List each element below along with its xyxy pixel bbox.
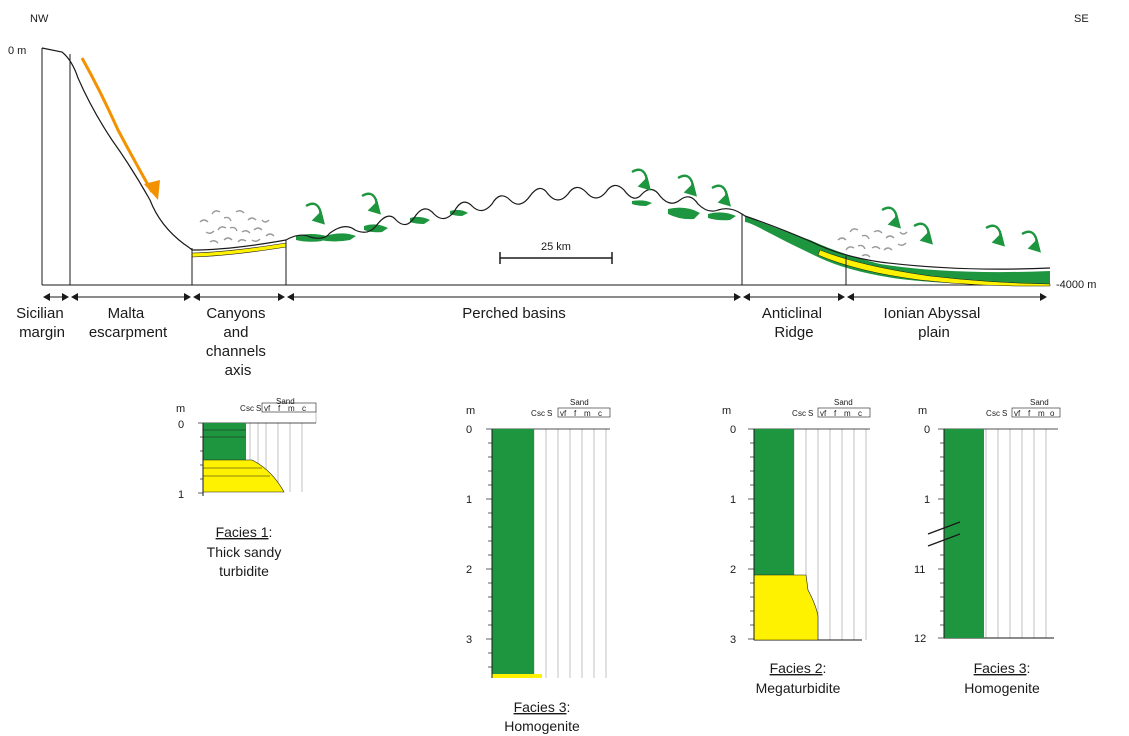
log-unit-label: m [722, 405, 731, 417]
svg-text:C: C [986, 409, 992, 418]
grain-sand-header: Sand [570, 398, 589, 407]
grain-vf-label: vf [264, 404, 271, 413]
suspension-fallout-arrows [305, 168, 1042, 253]
grain-sc-label: sc [246, 404, 254, 413]
mass-wasting-arrowhead-icon [144, 180, 160, 200]
facies-1-desc-line-1: Thick sandy [207, 544, 282, 560]
facies-3-perched-title: Facies 3: [514, 699, 571, 715]
svg-text:f: f [1028, 409, 1031, 418]
svg-text:vf: vf [820, 409, 827, 418]
log-tick-0: 0 [924, 424, 930, 436]
zone-label-anticlinal-ridge: Anticlinal Ridge [762, 305, 826, 341]
grain-sand-header: Sand [276, 397, 295, 406]
svg-text:S: S [547, 409, 552, 418]
facies-3-perched-desc: Homogenite [504, 718, 580, 734]
curl-arrow-icon [677, 174, 698, 197]
svg-text:sc: sc [537, 409, 545, 418]
sediment-log-facies-2: m Sand C sc S vf f m c 0 1 2 3 Faci [722, 398, 871, 696]
mass-wasting-arrow-icon [80, 57, 154, 193]
facies-1-title: Facies 1: [216, 524, 273, 540]
curl-arrow-icon [881, 206, 902, 229]
perched-basin-sediment [296, 200, 736, 242]
log-tick-1: 1 [178, 489, 184, 501]
curl-arrow-icon [711, 184, 732, 207]
svg-text:S: S [808, 409, 813, 418]
log-tick-1: 1 [466, 494, 472, 506]
zone-label-sicilian-margin: Sicilian margin [16, 305, 68, 341]
grain-f-label: f [278, 404, 281, 413]
grain-sand-header: Sand [1030, 398, 1049, 407]
log-tick-0: 0 [730, 424, 736, 436]
log-tick-2: 2 [466, 564, 472, 576]
grain-sand-header: Sand [834, 398, 853, 407]
log-tick-1: 1 [730, 494, 736, 506]
svg-text:o: o [1050, 409, 1055, 418]
svg-text:f: f [574, 409, 577, 418]
grain-c-label: C [240, 404, 246, 413]
svg-text:m: m [1038, 409, 1045, 418]
svg-text:sc: sc [992, 409, 1000, 418]
svg-text:f: f [834, 409, 837, 418]
grain-c2-label: c [302, 404, 306, 413]
svg-text:m: m [584, 409, 591, 418]
grain-s-label: S [256, 404, 261, 413]
svg-text:c: c [858, 409, 862, 418]
scale-bar: 25 km [499, 241, 613, 264]
depth-bottom-label: -4000 m [1056, 279, 1096, 291]
log-tick-3: 3 [466, 634, 472, 646]
curl-arrow-icon [913, 222, 934, 245]
svg-text:S: S [1002, 409, 1007, 418]
sediment-log-facies-1: m Sand C sc S vf f m c 0 1 Facies 1: Thi… [176, 397, 317, 579]
svg-text:C: C [792, 409, 798, 418]
curl-arrow-icon [1021, 230, 1042, 253]
facies-3-abyssal-title: Facies 3: [974, 660, 1031, 676]
zone-label-perched-basins: Perched basins [462, 305, 565, 322]
log-tick-3: 12 [914, 633, 926, 645]
svg-text:c: c [598, 409, 602, 418]
curl-arrow-icon [985, 224, 1006, 247]
seafloor-profile [41, 47, 1051, 270]
grain-m-label: m [288, 404, 295, 413]
abyssal-sand-layer [817, 249, 1051, 287]
log-unit-label: m [918, 405, 927, 417]
svg-text:m: m [844, 409, 851, 418]
svg-text:C: C [531, 409, 537, 418]
zone-boundaries [69, 54, 847, 285]
svg-text:vf: vf [560, 409, 567, 418]
debris-cluster-icon [199, 210, 275, 244]
facies-1-desc-line-2: turbidite [219, 563, 269, 579]
log-tick-0: 0 [178, 419, 184, 431]
zone-label-canyons: Canyons and channels axis [206, 305, 270, 379]
log-unit-label: m [466, 405, 475, 417]
svg-text:sc: sc [798, 409, 806, 418]
zone-label-ionian-abyssal-plain: Ionian Abyssal plain [884, 305, 985, 341]
curl-arrow-icon [305, 202, 326, 225]
se-label: SE [1074, 13, 1089, 25]
nw-label: NW [30, 13, 49, 25]
curl-arrow-icon [361, 192, 382, 215]
log-tick-0: 0 [466, 424, 472, 436]
zone-label-malta-escarpment: Malta escarpment [89, 305, 168, 341]
scale-bar-label: 25 km [541, 241, 571, 253]
sediment-log-facies-3-perched: m Sand C sc S vf f m c 0 1 2 3 Facies 3: [466, 398, 611, 734]
log-tick-1: 1 [924, 494, 930, 506]
facies-2-title: Facies 2: [770, 660, 827, 676]
curl-arrow-icon [631, 168, 652, 191]
log-tick-2: 2 [730, 564, 736, 576]
depth-top-label: 0 m [8, 45, 26, 57]
log-tick-2: 11 [914, 564, 925, 576]
axis-break-icon [927, 521, 961, 547]
sediment-log-facies-3-abyssal: m Sand C sc S vf f m o 0 1 11 12 [914, 398, 1061, 696]
svg-text:vf: vf [1014, 409, 1021, 418]
facies-3-abyssal-desc: Homogenite [964, 680, 1040, 696]
debris-cluster-abyssal-icon [837, 228, 908, 258]
log-tick-3: 3 [730, 634, 736, 646]
log-unit-label: m [176, 403, 185, 415]
facies-2-desc: Megaturbidite [756, 680, 841, 696]
